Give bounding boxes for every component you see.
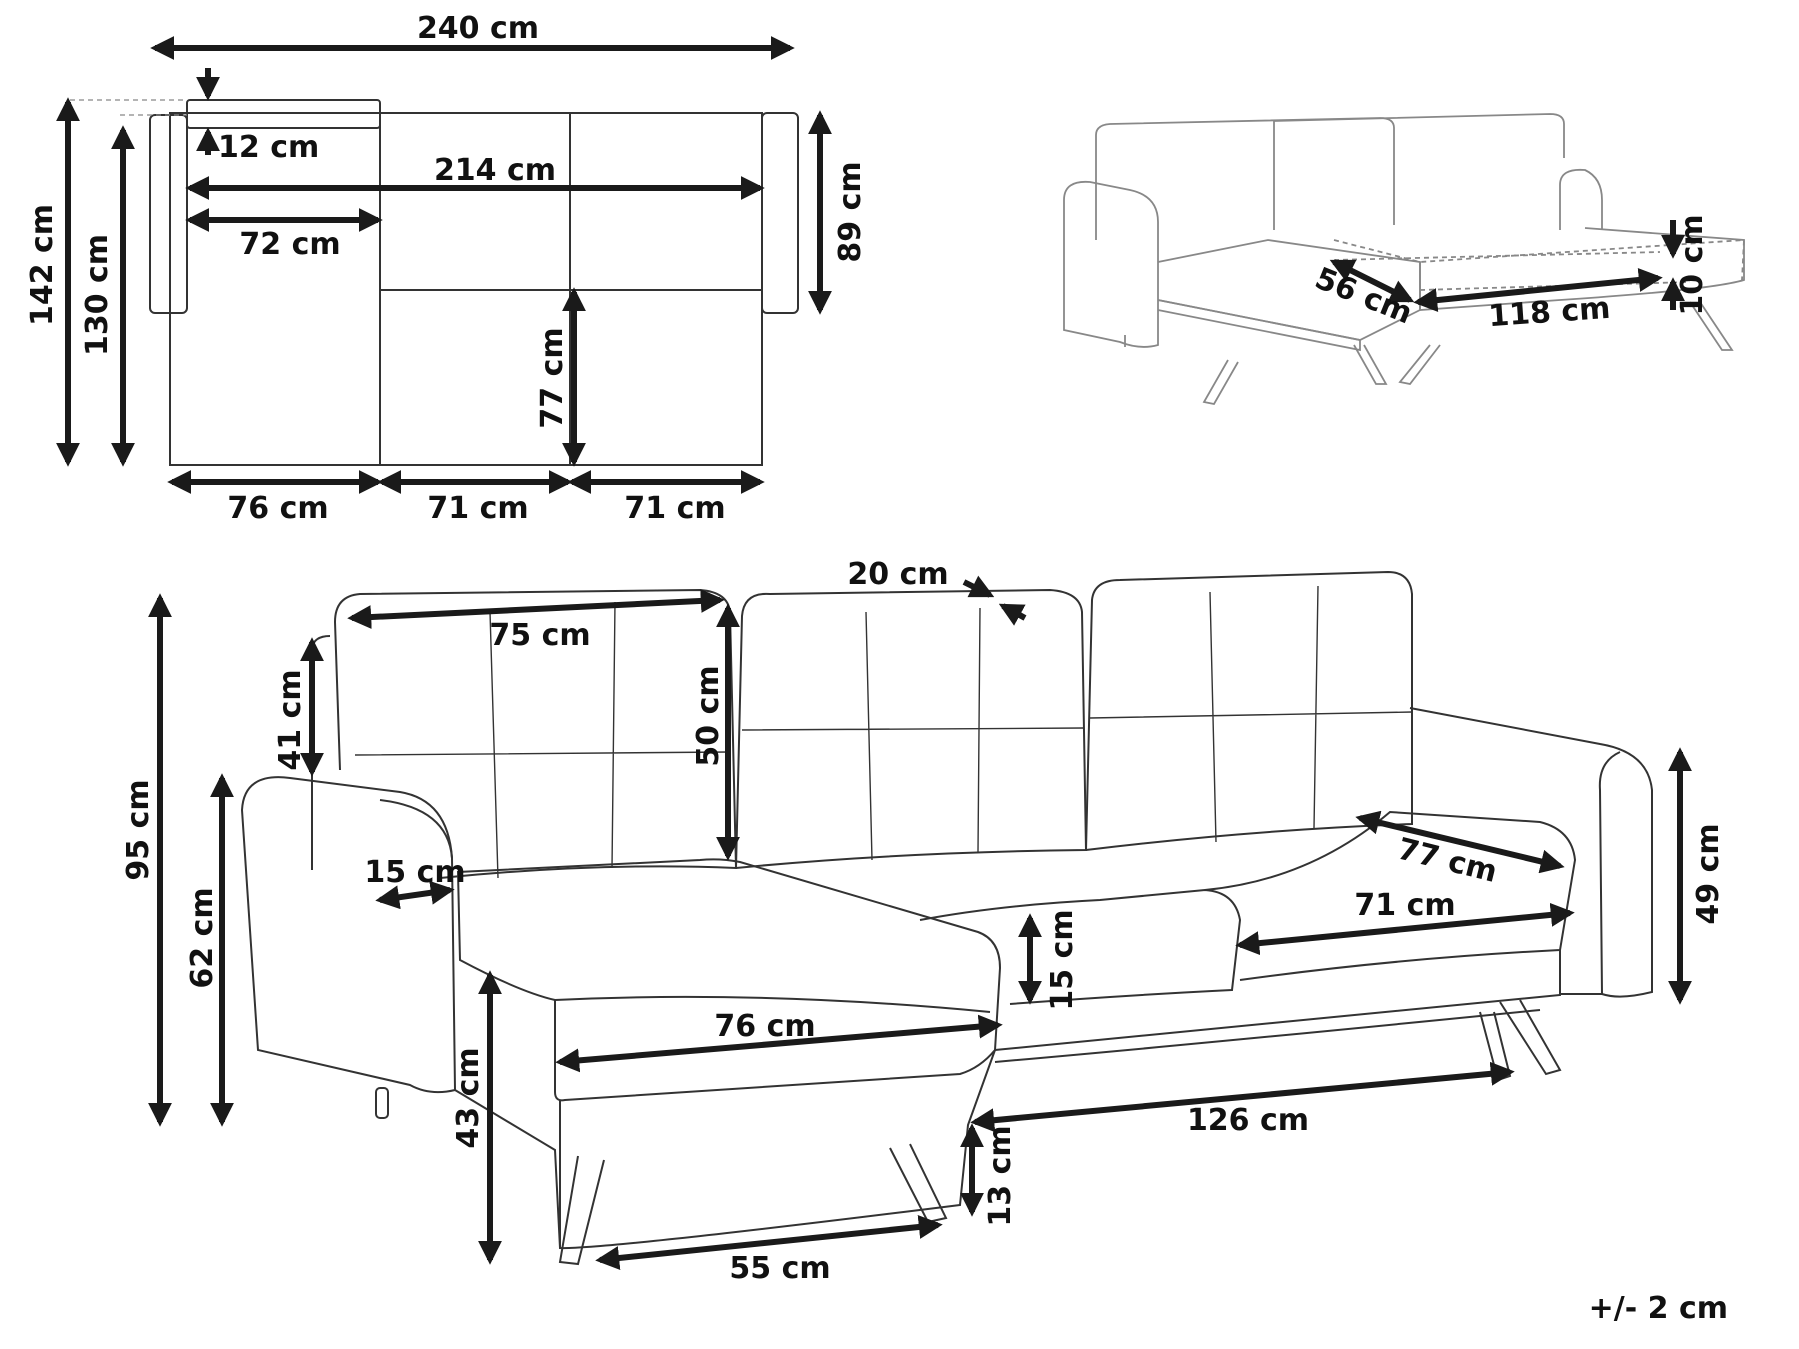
label-back-cushion-width: 75 cm [489,618,590,653]
label-seat-width: 214 cm [434,153,556,188]
label-back-cushion-height: 50 cm [691,665,726,766]
right-seat-cushion [1204,810,1577,981]
label-back-cushion-height: 12 cm [218,130,319,165]
label-bed-depth: 56 cm [1310,261,1417,331]
right-armrest-side [1559,950,1602,995]
bed-view-dimensions [1329,220,1685,313]
back-cushion-left-tufts [354,601,731,879]
back-cushion-right-tufts [1089,585,1413,843]
label-total-height: 95 cm [121,779,156,880]
back-cushion-middle-tufts [741,607,1085,861]
label-bed-height: 10 cm [1675,214,1710,315]
bed-base-left [1157,299,1361,352]
bed-pullout-dash [1333,251,1661,261]
chaise-base [454,1049,996,1250]
label-seat-height: 43 cm [451,1047,486,1148]
label-overall-depth: 142 cm [25,204,60,326]
label-backrest-height: 41 cm [273,669,308,770]
bed-left-arm [1063,180,1159,348]
dim-line-20 [962,575,995,598]
label-seat-1-width: 71 cm [427,491,528,526]
label-leg-spread: 55 cm [729,1251,830,1286]
tolerance-note: +/- 2 cm [1589,1291,1728,1326]
label-leg-height: 13 cm [983,1125,1018,1226]
leg-right-back [1499,999,1562,1076]
left-armrest [149,114,188,314]
dim-line-77-front [1355,810,1565,874]
bed-backrest-right [1273,113,1565,158]
right-armrest [761,112,799,314]
label-seat-depth: 77 cm [535,327,570,428]
bed-view-sofa [1063,113,1745,406]
bed-leg-2 [1202,359,1239,406]
bed-leg-3 [1353,344,1388,385]
bed-leg-4 [1398,344,1441,385]
label-overall-width: 240 cm [417,11,539,46]
dim-line-56 [1329,259,1415,303]
bed-pullout [1333,239,1745,281]
label-base-length: 126 cm [1187,1103,1309,1138]
chaise-seat-cushion [456,858,1002,1102]
dim-line-55 [595,1215,943,1270]
label-seat-width-front: 71 cm [1354,888,1455,923]
label-seat-cushion-thickness: 15 cm [1045,909,1080,1010]
label-bed-width: 118 cm [1487,291,1611,334]
bed-right-arm [1559,168,1603,230]
dim-line-20b [998,603,1027,626]
dim-line-71-front [1235,902,1575,956]
top-view-labels: 240 cm 12 cm 214 cm 72 cm 89 cm 142 cm 1… [25,11,868,526]
chaise-seat-cushion-top-edge [554,995,991,1013]
label-arm-height: 62 cm [185,887,220,988]
front-view-labels: 20 cm 75 cm 50 cm 41 cm 95 cm 62 cm 15 c… [121,557,1726,1286]
dim-line-118 [1413,267,1663,313]
dim-line-15-arm [375,880,455,910]
middle-seat-cushion [919,888,1242,1005]
top-view-dimensions [56,36,832,494]
leg-chaise-left [558,1155,605,1266]
left-armrest-front [240,776,457,1094]
dim-line-76-front [555,1014,1003,1073]
back-cushion-middle [735,588,1088,869]
label-chaise-width: 76 cm [227,491,328,526]
bed-backrest [1095,117,1395,240]
label-body-depth: 130 cm [80,234,115,356]
label-armrest-height: 49 cm [1691,823,1726,924]
right-armrest [1409,707,1653,998]
dim-line-75 [347,588,725,630]
leg-front-left [375,1087,389,1119]
dim-line-126 [970,1061,1515,1133]
label-seat-2-width: 71 cm [624,491,725,526]
label-armrest-depth: 89 cm [833,161,868,262]
back-cushion-right [1085,570,1413,851]
right-base [994,950,1561,1063]
label-chaise-seat-width-front: 76 cm [714,1009,815,1044]
front-view-dimensions [148,575,1692,1270]
bed-leg-5 [1689,301,1734,351]
label-chaise-seat-width: 72 cm [239,227,340,262]
label-arm-width: 15 cm [364,855,465,890]
left-armrest-inner [379,799,453,859]
label-back-cushion-depth: 20 cm [847,557,948,592]
